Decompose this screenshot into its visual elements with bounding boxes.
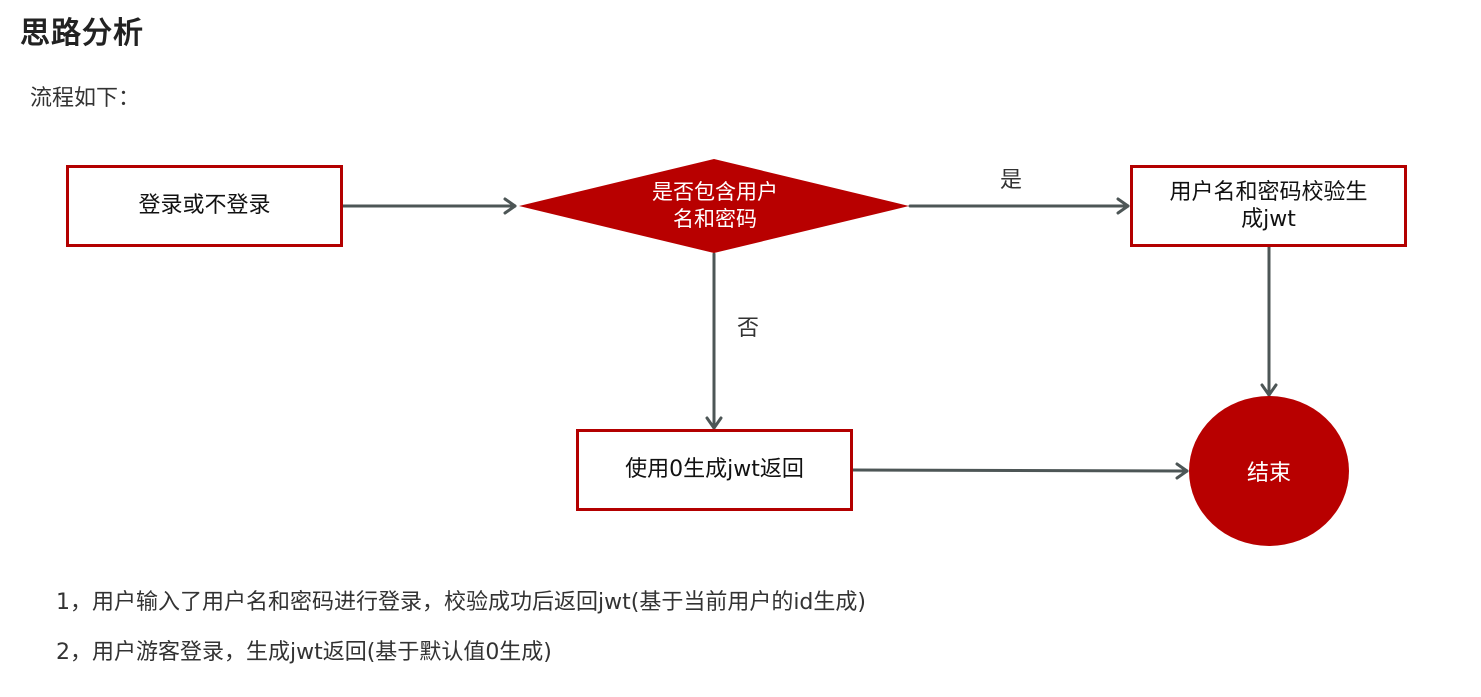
node-validate: 用户名和密码校验生 成jwt [1130, 165, 1407, 247]
edge-label-yes: 是 [1000, 168, 1023, 193]
decision-diamond [519, 159, 909, 253]
arrowhead-icon [705, 416, 723, 430]
intro-text: 流程如下： [30, 86, 141, 111]
arrowhead-icon [1260, 383, 1278, 397]
node-guest: 使用0生成jwt返回 [576, 429, 853, 511]
page-title: 思路分析 [20, 16, 144, 51]
node-end: 结束 [1189, 396, 1349, 546]
decision-line-1: 是否包含用户 [652, 179, 778, 204]
notes-list: 1，用户输入了用户名和密码进行登录，校验成功后返回jwt(基于当前用户的id生成… [56, 578, 866, 678]
decision-line-2: 名和密码 [673, 207, 757, 231]
arrow-guest-to-end [850, 468, 1189, 473]
node-end-label: 结束 [1246, 461, 1291, 486]
node-decision-label: 是否包含用户 名和密码 [600, 170, 830, 242]
node-start: 登录或不登录 [66, 165, 343, 247]
arrowhead-icon [1175, 462, 1189, 480]
node-start-label: 登录或不登录 [138, 193, 271, 219]
arrowhead-icon [503, 197, 517, 215]
edge-label-no: 否 [737, 316, 760, 341]
node-guest-label: 使用0生成jwt返回 [625, 457, 804, 483]
note-item: 2，用户游客登录，生成jwt返回(基于默认值0生成) [56, 640, 552, 665]
arrowhead-icon [1116, 197, 1130, 215]
note-item: 1，用户输入了用户名和密码进行登录，校验成功后返回jwt(基于当前用户的id生成… [56, 590, 866, 615]
validate-line-2: 成jwt [1241, 207, 1296, 232]
validate-line-1: 用户名和密码校验生 [1169, 179, 1368, 205]
